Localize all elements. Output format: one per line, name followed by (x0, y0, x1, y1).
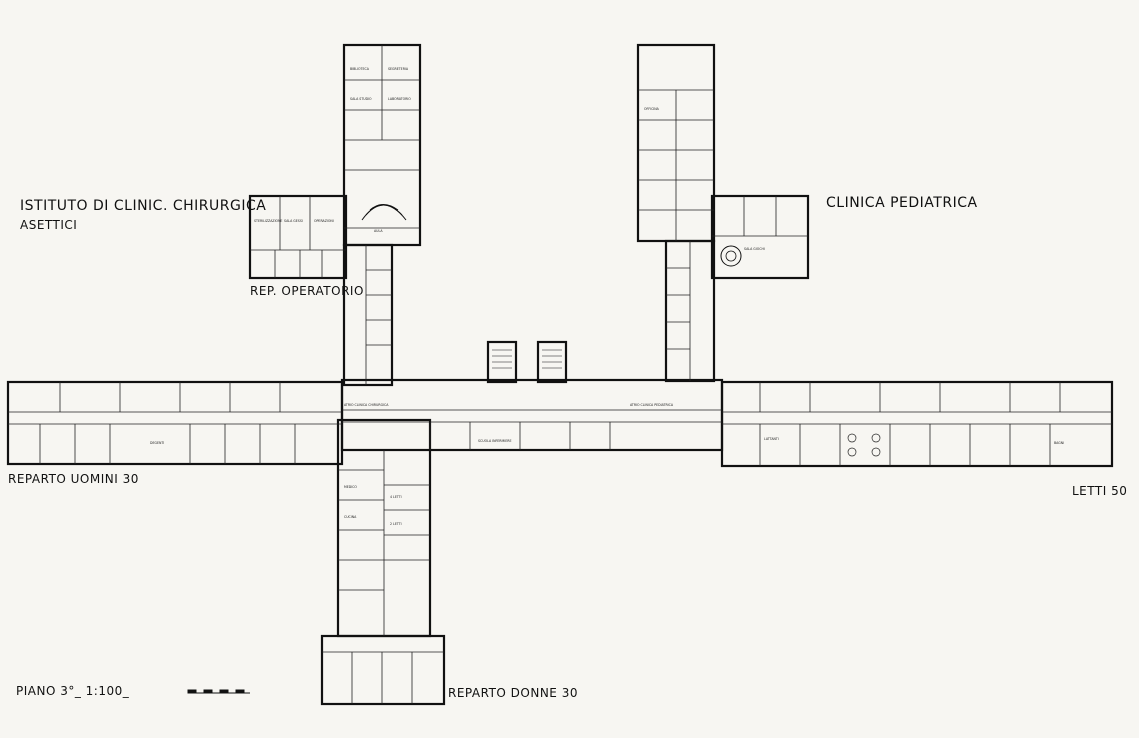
room-label: SCUOLA INFERMIERE (478, 439, 511, 443)
room-label: ATRIO CLINICA PEDIATRICA (630, 403, 674, 407)
central-stair-right (536, 340, 568, 384)
scale-bar (187, 689, 250, 694)
room-label: SALA GIOCHI (744, 247, 765, 251)
room-label: SEGRETERIA (388, 67, 409, 71)
room-label: CUCINA (344, 515, 357, 519)
room-label: DEGENTI (150, 441, 164, 445)
room-label: OPERAZIONI (314, 219, 334, 223)
room-label: SALA STUDIO (350, 97, 372, 101)
room-label: BAGNI (1054, 441, 1064, 445)
room-label: AULA (374, 229, 383, 233)
central-stair-left (486, 340, 518, 384)
room-label: ATRIO CLINICA CHIRURGICA (344, 403, 389, 407)
room-label: LABORATORIO (388, 97, 411, 101)
room-label: LATTANTI (764, 437, 779, 441)
room-label: 4 LETTI (390, 495, 402, 499)
operating-label: REP. OPERATORIO (250, 284, 364, 298)
beds-50-label: LETTI 50 (1072, 484, 1128, 498)
women-ward-label: REPARTO DONNE 30 (448, 686, 578, 700)
room-label: BIBLIOTECA (350, 67, 370, 71)
men-ward-label: REPARTO UOMINI 30 (8, 472, 139, 486)
room-label: 2 LETTI (390, 522, 402, 526)
pediatric-annex (710, 194, 810, 280)
room-label: MEDICO (344, 485, 357, 489)
left-horizontal-wing (6, 380, 344, 466)
institute-subtitle: ASETTICI (20, 218, 78, 232)
central-block (340, 378, 724, 452)
floor-scale-label: PIANO 3°_ 1:100_ (16, 684, 130, 698)
operating-annex (248, 194, 348, 280)
south-end-block (320, 634, 446, 706)
surgical-corridor-block (342, 243, 394, 387)
institute-title: ISTITUTO DI CLINIC. CHIRURGICA (20, 198, 267, 214)
room-label: SALA GESSI (284, 219, 303, 223)
pediatric-title: CLINICA PEDIATRICA (826, 195, 978, 211)
room-label: OFFICINA (644, 107, 660, 111)
room-label: STERILIZZAZIONE (254, 219, 282, 223)
